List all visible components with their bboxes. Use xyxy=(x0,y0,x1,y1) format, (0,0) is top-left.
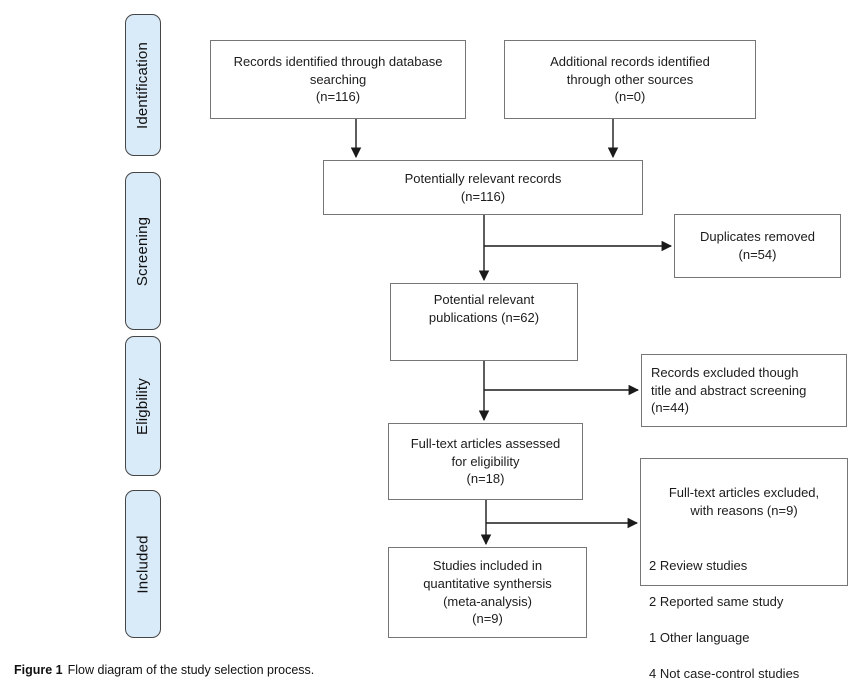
stage-identification: Identification xyxy=(125,14,161,156)
exclusion-reason: 2 Reported same study xyxy=(649,593,784,609)
box-duplicates-removed: Duplicates removed (n=54) xyxy=(674,214,841,278)
exclusion-reason: 4 Not case-control studies xyxy=(649,666,800,682)
figure-caption-label: Figure 1 xyxy=(14,663,63,677)
stage-screening: Screening xyxy=(125,172,161,330)
box-fulltext-excluded: Full-text articles excluded, with reason… xyxy=(640,458,848,681)
box-potential-relevant-publications: Potential relevant publications (n=62) xyxy=(390,283,578,361)
box-potentially-relevant-records: Potentially relevant records (n=116) xyxy=(323,160,643,215)
stage-eligibility: Eligbility xyxy=(125,336,161,476)
box-records-excluded-screening: Records excluded though title and abstra… xyxy=(641,354,847,427)
stage-eligibility-label: Eligbility xyxy=(134,377,152,435)
exclusion-reason: 2 Review studies xyxy=(649,557,748,573)
fulltext-excluded-title: Full-text articles excluded, with reason… xyxy=(668,484,820,518)
box-records-identified-database: Records identified through database sear… xyxy=(210,40,466,119)
box-studies-included: Studies included in quantitative synther… xyxy=(388,547,587,638)
fulltext-excluded-reasons: 2 Review studies 2 Reported same study 1… xyxy=(649,539,839,694)
figure-caption-text: Flow diagram of the study selection proc… xyxy=(67,663,315,677)
stage-included: Included xyxy=(125,490,161,638)
stage-screening-label: Screening xyxy=(134,216,152,286)
figure-caption: Figure 1 Flow diagram of the study select… xyxy=(14,663,314,677)
stage-included-label: Included xyxy=(134,534,152,594)
exclusion-reason: 1 Other language xyxy=(649,629,750,645)
stage-identification-label: Identification xyxy=(134,41,152,129)
box-fulltext-assessed: Full-text articles assessed for eligibil… xyxy=(388,423,583,500)
box-additional-records: Additional records identified through ot… xyxy=(504,40,756,119)
